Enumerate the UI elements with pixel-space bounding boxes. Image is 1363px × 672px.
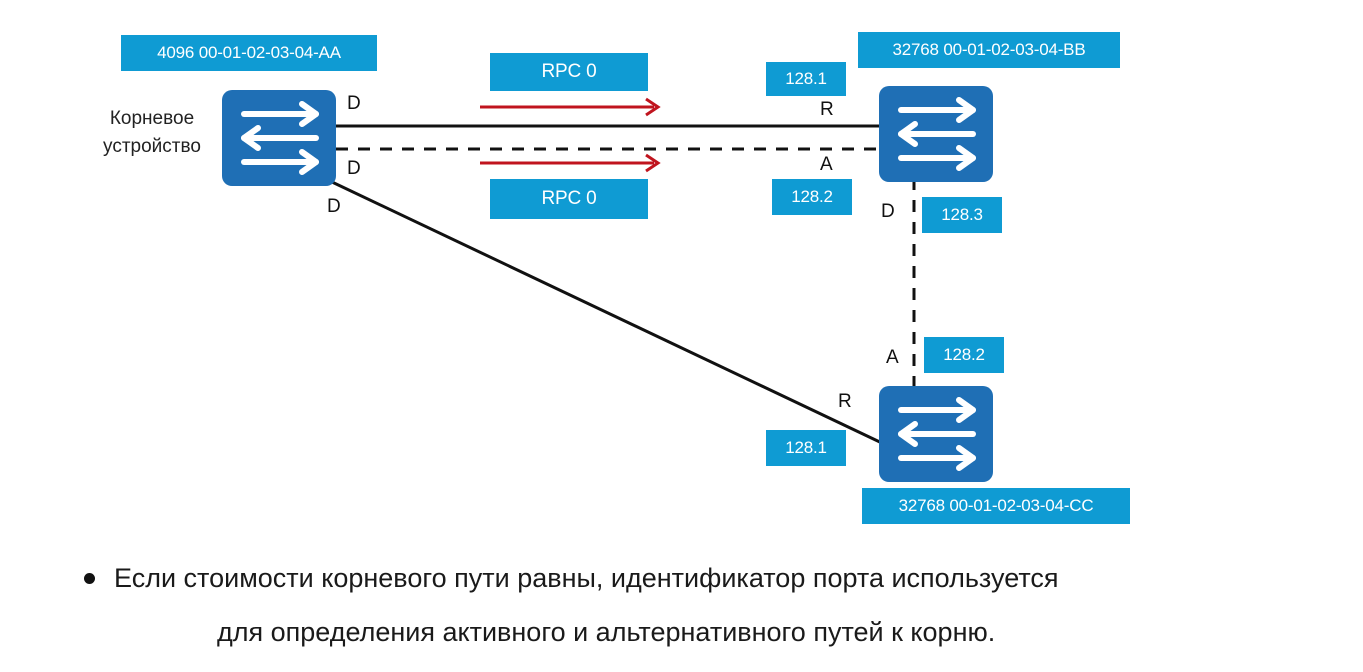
switch-bb-icon [879, 86, 993, 182]
port-role-bb-dashed: A [820, 154, 833, 175]
rpc-top-label: RPC 0 [490, 53, 648, 91]
arrow-bottom [480, 153, 661, 173]
bridge-id-aa: 4096 00-01-02-03-04-AA [121, 35, 377, 71]
link-aa-cc [331, 180, 885, 446]
port-id-bb-dashed: 128.2 [772, 179, 852, 215]
port-role-cc-left: R [838, 391, 852, 412]
port-role-aa-dashed: D [347, 158, 361, 179]
links-layer [331, 97, 916, 446]
bridge-id-bb: 32768 00-01-02-03-04-BB [858, 32, 1120, 68]
port-role-aa-diag: D [327, 196, 341, 217]
port-role-bb-down: D [881, 201, 895, 222]
port-id-cc-up: 128.2 [924, 337, 1004, 373]
bullet-icon [84, 573, 95, 584]
port-id-bb-solid: 128.1 [766, 62, 846, 96]
switch-cc-icon [879, 386, 993, 482]
port-id-bb-down: 128.3 [922, 197, 1002, 233]
port-role-cc-up: A [886, 347, 899, 368]
bridge-id-cc: 32768 00-01-02-03-04-CC [862, 488, 1130, 524]
switch-aa-icon [222, 90, 336, 186]
stp-diagram: Корневое устройство 4096 00-01-02-03-04-… [103, 32, 1130, 524]
port-role-aa-solid: D [347, 93, 361, 114]
caption-line-2: для определения активного и альтернативн… [217, 617, 996, 647]
port-id-cc-left: 128.1 [766, 430, 846, 466]
caption-line-1: Если стоимости корневого пути равны, иде… [114, 563, 1059, 593]
root-device-label: Корневое устройство [103, 108, 201, 157]
port-role-bb-solid: R [820, 99, 834, 120]
rpc-bottom-label: RPC 0 [490, 179, 648, 219]
arrow-top [480, 97, 661, 117]
